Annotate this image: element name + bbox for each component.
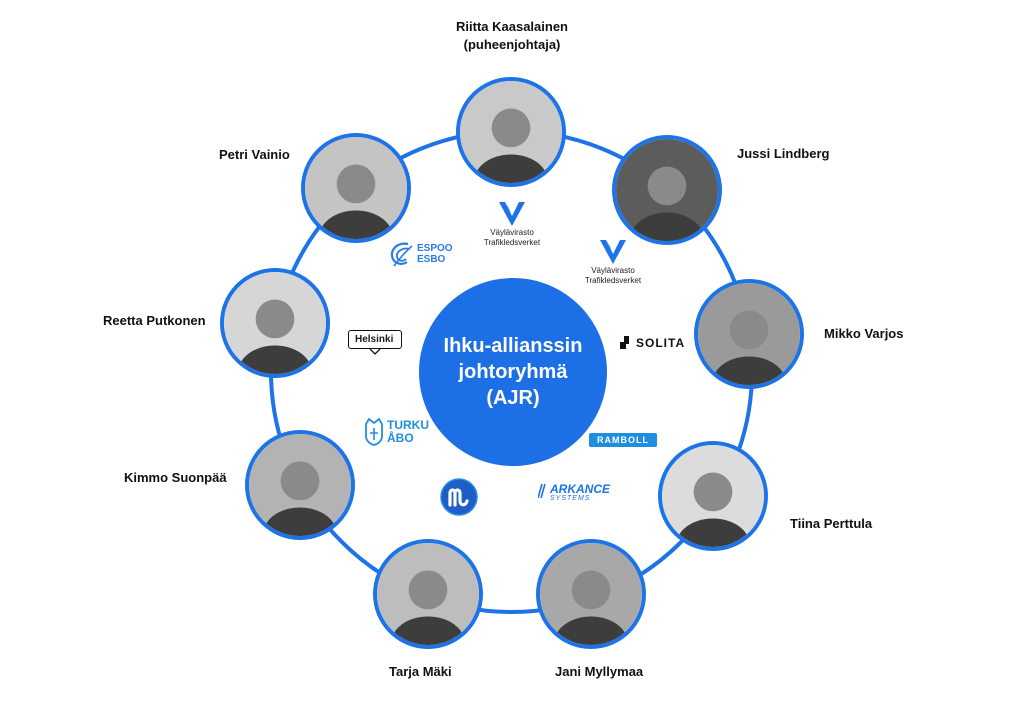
name-reetta: Reetta Putkonen	[103, 313, 206, 328]
portrait-reetta	[224, 272, 326, 374]
portrait-shoulders	[391, 616, 465, 645]
portrait-riitta	[460, 81, 562, 183]
vaylavirasto-v-icon	[499, 202, 525, 226]
logo-m	[440, 478, 478, 521]
photo-tiina	[658, 441, 768, 551]
portrait-head	[280, 461, 320, 501]
photo-mikko	[694, 279, 804, 389]
logo-turku: TURKU ÅBO	[364, 418, 429, 446]
espoo-line-2: ESBO	[417, 254, 446, 265]
portrait-head	[693, 472, 733, 512]
m-logo-icon	[440, 478, 478, 516]
name-jani: Jani Myllymaa	[555, 664, 644, 679]
name-riitta-line-1: Riitta Kaasalainen	[456, 19, 568, 34]
portrait-tiina	[662, 445, 764, 547]
arkance-line-1: ARKANCE	[550, 482, 610, 496]
name-tiina: Tiina Perttula	[790, 516, 873, 531]
center-line-3: (AJR)	[486, 387, 540, 409]
name-riitta: Riitta Kaasalainen (puheenjohtaja)	[440, 18, 584, 54]
arkance-slash-icon	[538, 484, 546, 498]
vaylavirasto-1-line-2: Trafikledsverket	[483, 238, 541, 247]
portrait-shoulders	[263, 507, 337, 536]
logo-arkance: ARKANCE SYSTEMS	[538, 482, 610, 504]
arkance-line-2: SYSTEMS	[550, 495, 591, 502]
photo-reetta	[220, 268, 330, 378]
portrait-jussi	[616, 139, 718, 241]
portrait-mikko	[698, 283, 800, 385]
portrait-head	[408, 570, 448, 610]
logo-ramboll: RAMBOLL	[589, 433, 657, 447]
turku-crest-icon	[365, 418, 383, 446]
portrait-head	[336, 164, 376, 204]
portrait-head	[571, 570, 611, 610]
portrait-head	[729, 310, 769, 350]
portrait-head	[255, 299, 295, 339]
portrait-head	[491, 108, 531, 148]
logo-solita: SOLITA	[620, 336, 685, 350]
vaylavirasto-v-icon	[600, 240, 626, 264]
name-mikko: Mikko Varjos	[824, 326, 904, 341]
portrait-jani	[540, 543, 642, 645]
portrait-head	[647, 166, 687, 206]
portrait-shoulders	[238, 345, 312, 374]
center-line-1: Ihku-allianssin	[443, 335, 583, 357]
logo-vaylavirasto-1: Väylävirasto Trafikledsverket	[482, 200, 542, 248]
portrait-shoulders	[474, 154, 548, 183]
logo-helsinki: Helsinki	[348, 330, 402, 355]
photo-jani	[536, 539, 646, 649]
portrait-petri	[305, 137, 407, 239]
name-jussi: Jussi Lindberg	[737, 146, 830, 161]
photo-petri	[301, 133, 411, 243]
turku-line-2: ÅBO	[387, 431, 414, 445]
portrait-shoulders	[676, 518, 750, 547]
photo-kimmo	[245, 430, 355, 540]
portrait-shoulders	[712, 356, 786, 385]
solita-mark-icon	[620, 336, 629, 349]
turku-line-1: TURKU	[387, 418, 429, 432]
vaylavirasto-2-line-2: Trafikledsverket	[584, 276, 642, 285]
photo-jussi	[612, 135, 722, 245]
portrait-shoulders	[319, 210, 393, 239]
helsinki-text: Helsinki	[348, 330, 402, 349]
portrait-tarja	[377, 543, 479, 645]
name-kimmo: Kimmo Suonpää	[124, 470, 227, 485]
portrait-kimmo	[249, 434, 351, 536]
vaylavirasto-1-line-1: Väylävirasto	[490, 228, 534, 237]
logo-espoo: ESPOO ESBO	[388, 240, 453, 268]
photo-riitta	[456, 77, 566, 187]
espoo-line-1: ESPOO	[417, 243, 453, 254]
solita-text: SOLITA	[636, 336, 686, 350]
center-line-2: johtoryhmä	[458, 361, 568, 383]
portrait-shoulders	[554, 616, 628, 645]
logo-vaylavirasto-2: Väylävirasto Trafikledsverket	[580, 238, 646, 286]
photo-tarja	[373, 539, 483, 649]
ramboll-text: RAMBOLL	[589, 433, 657, 447]
helsinki-tab-icon	[369, 349, 381, 355]
name-petri: Petri Vainio	[219, 147, 290, 162]
name-tarja: Tarja Mäki	[389, 664, 452, 679]
portrait-shoulders	[630, 212, 704, 241]
center-circle: Ihku-allianssin johtoryhmä (AJR)	[419, 278, 607, 466]
name-riitta-line-2: (puheenjohtaja)	[463, 37, 561, 52]
vaylavirasto-2-line-1: Väylävirasto	[591, 266, 635, 275]
espoo-swirl-icon	[390, 242, 413, 267]
